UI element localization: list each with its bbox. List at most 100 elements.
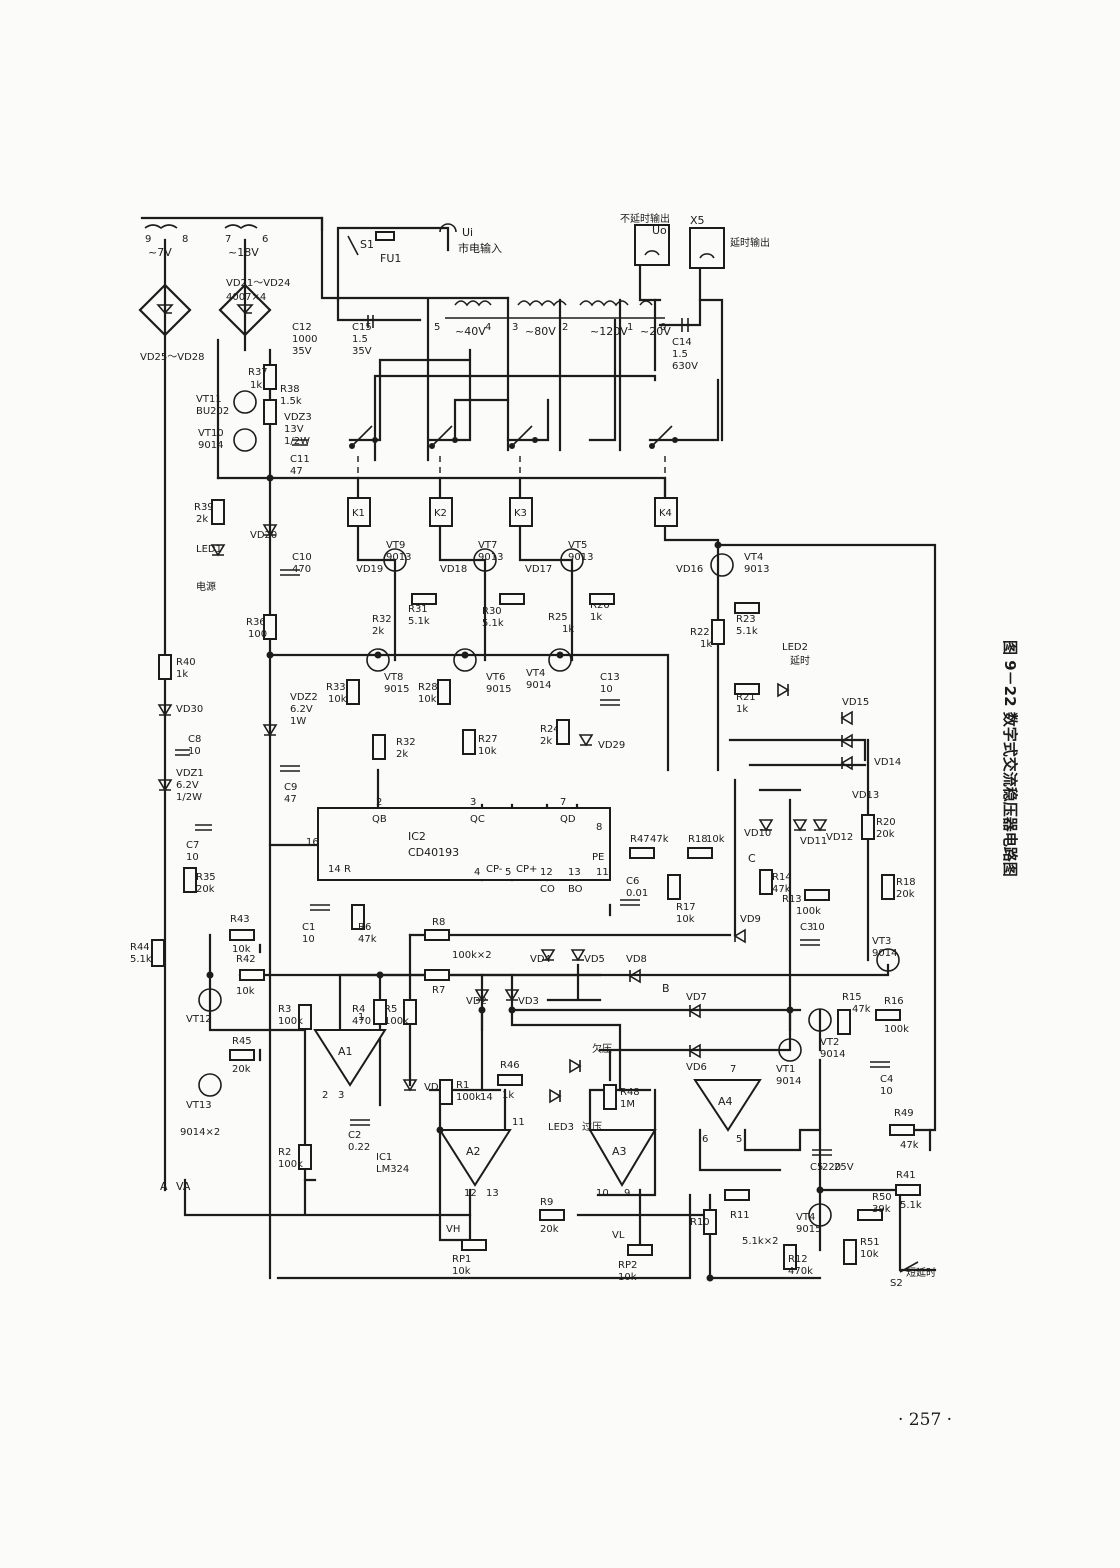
c4: C4 bbox=[880, 1074, 893, 1085]
counter-ic2: IC2 CD40193 QB QC QD 2 3 7 16 14 R 4 CP-… bbox=[302, 797, 611, 945]
r17: R17 bbox=[676, 902, 696, 913]
r12: R12 bbox=[788, 1254, 808, 1265]
vt6-type: 9015 bbox=[486, 684, 511, 695]
c12-rating: 35V bbox=[292, 346, 312, 357]
junction-dots bbox=[206, 474, 824, 1282]
pin-4: 4 bbox=[474, 867, 480, 878]
relay-k1: K1 bbox=[352, 508, 365, 519]
c5: C5 bbox=[810, 1162, 823, 1173]
vdz2-rating: 1W bbox=[290, 716, 306, 727]
a1-pin-3: 3 bbox=[338, 1090, 344, 1101]
pot-rp1[interactable] bbox=[461, 1239, 487, 1251]
led3-icon bbox=[549, 1088, 562, 1104]
a4-pin-5: 5 bbox=[736, 1134, 742, 1145]
a2-pin-12: 12 bbox=[464, 1188, 477, 1199]
output-socket-x5 bbox=[689, 227, 725, 269]
r43: R43 bbox=[230, 914, 250, 925]
node-va: VA bbox=[176, 1180, 191, 1193]
switch-s2-note: 短延时 bbox=[906, 1266, 936, 1279]
a3-pin-9: 9 bbox=[624, 1188, 630, 1199]
r31-value: 5.1k bbox=[408, 616, 430, 627]
r22-value: 1k bbox=[700, 639, 712, 650]
pin-5: 5 bbox=[505, 867, 511, 878]
ic2-type: CD40193 bbox=[408, 846, 459, 859]
mains-input-label: 市电输入 bbox=[458, 241, 502, 255]
pin-r: R bbox=[344, 864, 351, 875]
r14: R14 bbox=[772, 872, 792, 883]
ui-label: Ui bbox=[462, 226, 473, 239]
c12: C12 bbox=[292, 322, 312, 333]
vd16: VD16 bbox=[676, 564, 703, 575]
pin-2: 2 bbox=[376, 797, 382, 808]
r26: R26 bbox=[590, 600, 610, 611]
r20: R20 bbox=[876, 817, 896, 828]
vt8: VT8 bbox=[384, 672, 403, 683]
c14-value: 1.5 bbox=[672, 349, 688, 360]
relay-drivers: K1 K2 K3 K4 VD19 VT9 9013 R32 2k R31 5.1… bbox=[233, 390, 810, 760]
r18-a-value: 10k bbox=[706, 834, 725, 845]
vd6: VD6 bbox=[686, 1062, 707, 1073]
pin-2: 2 bbox=[562, 322, 568, 333]
tap-20v: ~20V bbox=[640, 325, 671, 338]
r22: R22 bbox=[690, 627, 710, 638]
c2-value: 0.22 bbox=[348, 1142, 370, 1153]
r46: R46 bbox=[500, 1060, 520, 1071]
pin-qb: QB bbox=[372, 814, 387, 825]
r5: R5 bbox=[384, 1004, 397, 1015]
a1-pin-1: 1 bbox=[358, 1012, 364, 1023]
r28-value: 10k bbox=[418, 694, 437, 705]
r13: R13 bbox=[782, 894, 802, 905]
r8: R8 bbox=[432, 917, 445, 928]
led-delay-label: 延时 bbox=[790, 655, 810, 667]
vdz2-value: 6.2V bbox=[290, 704, 313, 715]
output-socket-uo bbox=[634, 224, 670, 266]
r16: R16 bbox=[884, 996, 904, 1007]
a2-pin-13: 13 bbox=[486, 1188, 499, 1199]
c10-value: 470 bbox=[292, 564, 311, 575]
led4-icon bbox=[569, 1058, 582, 1074]
pin-1: 1 bbox=[627, 322, 633, 333]
switch-s1-label: S1 bbox=[360, 238, 374, 251]
r47: R47 bbox=[630, 834, 650, 845]
pin-cp-minus: CP- bbox=[486, 864, 503, 875]
relay-k4-coil bbox=[654, 497, 678, 527]
vd3: VD3 bbox=[518, 996, 539, 1007]
r10: R10 bbox=[690, 1217, 710, 1228]
r32-top-value: 2k bbox=[372, 626, 384, 637]
a3-pin-10: 10 bbox=[596, 1188, 609, 1199]
a2-pin-11: 11 bbox=[512, 1117, 525, 1128]
r51: R51 bbox=[860, 1237, 880, 1248]
pin-co: CO bbox=[540, 884, 555, 895]
r35-value: 20k bbox=[196, 884, 215, 895]
vdz1: VDZ1 bbox=[176, 768, 204, 779]
vd13: VD13 bbox=[852, 790, 879, 801]
r10-r11-value: 5.1k×2 bbox=[742, 1236, 778, 1247]
r5-value: 100k bbox=[384, 1016, 409, 1027]
a4-pin-6: 6 bbox=[702, 1134, 708, 1145]
vt12: VT12 bbox=[186, 1014, 212, 1025]
c12-value: 1000 bbox=[292, 334, 317, 345]
r21: R21 bbox=[736, 692, 756, 703]
r24: R24 bbox=[540, 724, 560, 735]
vt7: VT7 bbox=[478, 540, 497, 551]
r41-value: 5.1k bbox=[900, 1200, 922, 1211]
pot-rp2[interactable] bbox=[627, 1244, 653, 1256]
c15-value: 1.5 bbox=[352, 334, 368, 345]
relay-k2: K2 bbox=[434, 508, 447, 519]
vt3-type: 9014 bbox=[872, 948, 897, 959]
vd17: VD17 bbox=[525, 564, 552, 575]
vd15: VD15 bbox=[842, 697, 869, 708]
vt4-driver-type: 9014 bbox=[526, 680, 551, 691]
r42: R42 bbox=[236, 954, 256, 965]
switch-s2[interactable] bbox=[899, 1261, 919, 1273]
r26-value: 1k bbox=[590, 612, 602, 623]
r11: R11 bbox=[730, 1210, 750, 1221]
vt10: VT10 bbox=[198, 428, 224, 439]
vd1: VD1 bbox=[424, 1082, 445, 1093]
r45-value: 20k bbox=[232, 1064, 251, 1075]
vt1: VT1 bbox=[776, 1064, 795, 1075]
bridge2-label: VD21～VD24 bbox=[226, 278, 291, 289]
c11: C11 bbox=[290, 454, 310, 465]
vt11-type: BU202 bbox=[196, 406, 229, 417]
r4-value: 470 bbox=[352, 1016, 371, 1027]
